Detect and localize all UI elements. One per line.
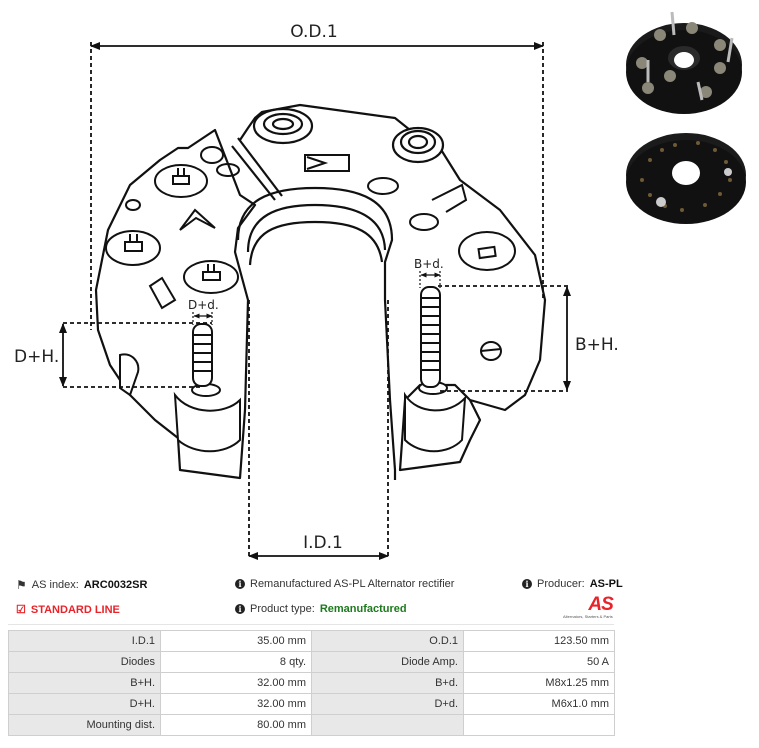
product-type-label: Product type: — [250, 603, 315, 615]
od-label: O.D.1 — [290, 22, 337, 42]
dimension-id — [248, 300, 389, 560]
studs — [252, 107, 445, 164]
spec-value: 32.00 mm — [160, 693, 312, 715]
producer: i Producer: AS-PL — [522, 578, 623, 590]
standard-line-badge: ☑ STANDARD LINE — [16, 603, 120, 617]
spec-label: Diodes — [8, 651, 161, 673]
id-label: I.D.1 — [303, 533, 343, 553]
dh-label: D+H. — [14, 347, 59, 367]
spec-value: 50 A — [463, 651, 615, 673]
bh-label: B+H. — [575, 335, 619, 355]
dimension-bd — [419, 271, 441, 288]
spec-value — [463, 714, 615, 736]
spec-value: 35.00 mm — [160, 630, 312, 652]
product-type: i Product type: Remanufactured — [235, 603, 407, 615]
dd-label: D+d. — [188, 298, 219, 312]
rectifier-top-photo — [626, 11, 742, 114]
description-text: Remanufactured AS-PL Alternator rectifie… — [250, 578, 455, 590]
spec-label: I.D.1 — [8, 630, 161, 652]
divider — [8, 624, 614, 625]
as-index: ⚑ AS index: ARC0032SR — [16, 578, 147, 592]
logo-tagline: Alternators, Starters & Parts — [563, 614, 613, 619]
spec-value: 8 qty. — [160, 651, 312, 673]
rectifier-diagram: O.D.1 I.D.1 D+H. D+d. B+H. B+d. — [14, 22, 619, 560]
spec-label — [311, 714, 464, 736]
standard-line-label: STANDARD LINE — [30, 603, 120, 616]
spec-label: Diode Amp. — [311, 651, 464, 673]
info-icon: i — [522, 579, 532, 589]
spec-label: D+H. — [8, 693, 161, 715]
dimension-dh — [59, 322, 212, 388]
bd-label: B+d. — [414, 257, 444, 271]
d-bolt — [192, 323, 213, 387]
spec-label: D+d. — [311, 693, 464, 715]
product-photos — [620, 0, 759, 240]
product-type-value: Remanufactured — [319, 603, 407, 615]
dimension-od — [90, 42, 544, 330]
spec-value: 32.00 mm — [160, 672, 312, 694]
as-index-value: ARC0032SR — [83, 579, 148, 591]
spec-row: Mounting dist.80.00 mm — [8, 714, 615, 736]
info-icon: i — [235, 579, 245, 589]
spec-value: 80.00 mm — [160, 714, 312, 736]
description: i Remanufactured AS-PL Alternator rectif… — [235, 578, 454, 590]
product-info: ⚑ AS index: ARC0032SR ☑ STANDARD LINE i … — [8, 578, 623, 622]
spec-label: B+d. — [311, 672, 464, 694]
producer-value: AS-PL — [589, 578, 623, 590]
spec-value: 123.50 mm — [463, 630, 615, 652]
technical-drawing: O.D.1 I.D.1 D+H. D+d. B+H. B+d. — [14, 22, 619, 560]
info-icon: i — [235, 604, 245, 614]
spec-value: M8x1.25 mm — [463, 672, 615, 694]
dimension-bh — [438, 285, 571, 392]
photo-rectifier-top — [626, 11, 746, 224]
spec-label: O.D.1 — [311, 630, 464, 652]
dimension-dd — [192, 312, 213, 325]
spec-label: Mounting dist. — [8, 714, 161, 736]
rectifier-body — [94, 103, 547, 480]
spec-value: M6x1.0 mm — [463, 693, 615, 715]
tags-icon: ⚑ — [16, 578, 27, 592]
b-bolt — [420, 286, 441, 388]
left-foot — [119, 353, 241, 453]
producer-label: Producer: — [537, 578, 585, 590]
as-pl-logo: AS Alternators, Starters & Parts — [563, 594, 614, 619]
logo-text: AS — [588, 594, 613, 615]
as-index-label: AS index: — [31, 579, 79, 591]
diode-pads — [105, 146, 516, 361]
check-square-icon: ☑ — [16, 604, 26, 616]
spec-label: B+H. — [8, 672, 161, 694]
rectifier-bottom-photo — [626, 133, 746, 224]
